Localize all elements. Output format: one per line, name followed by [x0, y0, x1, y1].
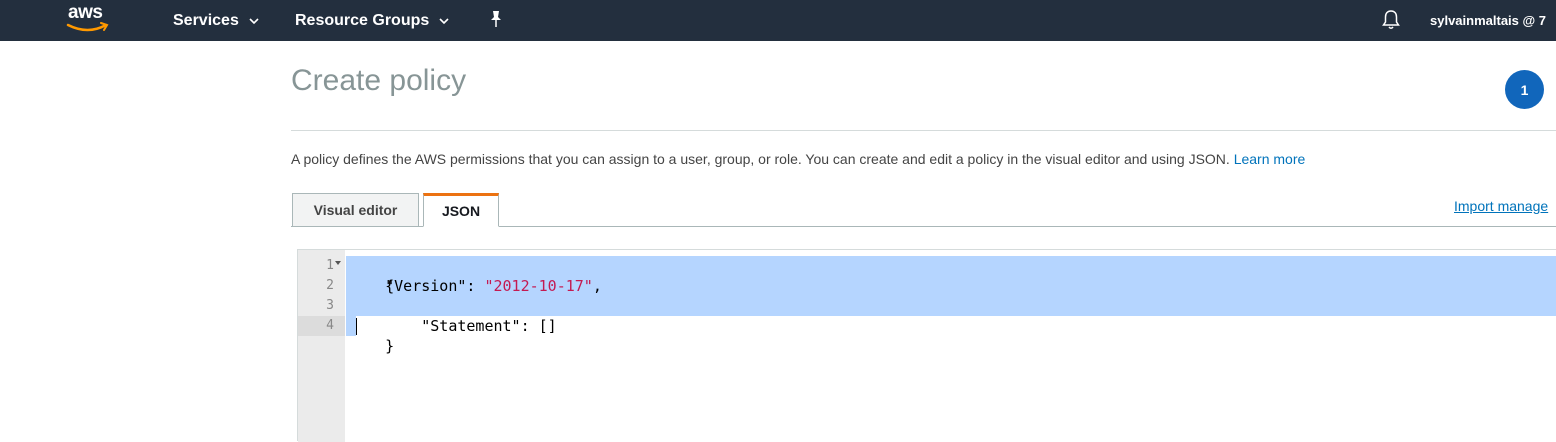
line-number: 1	[326, 258, 334, 273]
code-line: "Version": "2012-10-17",	[349, 276, 602, 296]
aws-smile-icon	[66, 22, 109, 32]
chevron-down-icon	[439, 17, 449, 24]
code-line: {	[349, 256, 394, 295]
code-line: "Statement": []	[349, 296, 556, 335]
json-editor[interactable]: 1 2 3 4 { "Version": "2012-10-17", "Stat…	[297, 249, 1556, 442]
line-number: 2	[326, 278, 334, 293]
services-label: Services	[173, 11, 239, 29]
aws-logo[interactable]: aws	[64, 2, 116, 36]
code-token: {	[385, 277, 395, 295]
step-badge: 1	[1505, 70, 1544, 109]
text-selection-end	[346, 316, 356, 336]
learn-more-link[interactable]: Learn more	[1233, 151, 1306, 167]
tab-json-label: JSON	[441, 203, 481, 219]
header-divider	[291, 130, 1556, 131]
text-cursor	[356, 318, 357, 335]
line-number: 4	[326, 318, 334, 333]
account-menu[interactable]: sylvainmaltais @ 7	[1430, 0, 1546, 41]
aws-logo-text: aws	[68, 2, 103, 23]
line-number-gutter	[298, 250, 345, 442]
text-selection	[346, 256, 1556, 316]
account-label: sylvainmaltais @ 7	[1430, 13, 1547, 28]
tabs-underline	[291, 226, 1556, 227]
resource-groups-menu[interactable]: Resource Groups	[295, 0, 449, 41]
tab-visual-editor-label: Visual editor	[313, 202, 398, 218]
active-line-gutter	[298, 316, 345, 336]
bell-icon[interactable]	[1381, 9, 1401, 31]
fold-arrow-icon[interactable]	[335, 261, 341, 265]
code-string-token: "2012-10-17"	[484, 277, 593, 295]
tab-json[interactable]: JSON	[423, 193, 499, 227]
chevron-down-icon	[249, 17, 259, 24]
code-token: "Statement": []	[385, 317, 557, 335]
import-managed-policy-link[interactable]: Import manage	[1454, 198, 1549, 214]
top-nav: aws Services Resource Groups sylvainmalt…	[0, 0, 1556, 41]
description-text: A policy defines the AWS permissions tha…	[291, 151, 1230, 167]
resource-groups-label: Resource Groups	[295, 11, 430, 29]
code-token: ,	[592, 277, 602, 295]
code-token: }	[385, 337, 395, 355]
tab-visual-editor[interactable]: Visual editor	[292, 193, 419, 227]
page-title: Create policy	[291, 64, 467, 97]
code-line: }	[349, 316, 394, 355]
pin-icon[interactable]	[488, 10, 504, 28]
services-menu[interactable]: Services	[173, 0, 259, 41]
policy-description: A policy defines the AWS permissions tha…	[291, 151, 1305, 167]
line-number: 3	[326, 298, 334, 313]
code-token: "Version":	[349, 277, 485, 295]
